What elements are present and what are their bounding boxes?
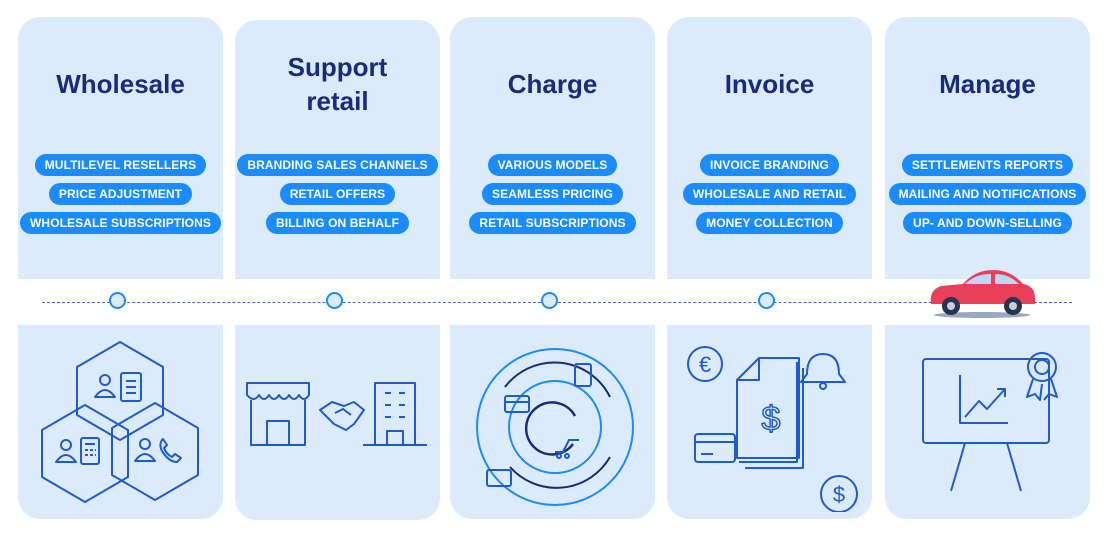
feature-list: VARIOUS MODELS SEAMLESS PRICING RETAIL S… — [450, 154, 655, 241]
stage-bottom-panel — [235, 325, 440, 520]
stage-wholesale: Wholesale MULTILEVEL RESELLERS PRICE ADJ… — [18, 17, 223, 519]
feature-pill: PRICE ADJUSTMENT — [48, 183, 193, 205]
stage-top-panel — [235, 20, 440, 279]
presentation-chart-icon — [922, 352, 1058, 492]
stage-title: Manage — [939, 69, 1036, 99]
feature-pill: UP- AND DOWN-SELLING — [903, 212, 1072, 234]
stage-invoice: Invoice INVOICE BRANDING WHOLESALE AND R… — [667, 17, 872, 519]
feature-pill: MONEY COLLECTION — [696, 212, 843, 234]
stage-support-retail: Support retail BRANDING SALES CHANNELS R… — [235, 20, 440, 520]
timeline-node — [326, 292, 343, 309]
feature-pill: SEAMLESS PRICING — [482, 183, 623, 205]
stage-title: Charge — [507, 69, 598, 99]
invoice-currency-icon: € $ $ — [687, 346, 858, 512]
feature-pill: RETAIL OFFERS — [279, 183, 396, 205]
svg-text:$: $ — [833, 482, 845, 507]
stage-title: Invoice — [724, 69, 815, 99]
feature-pill: WHOLESALE SUBSCRIPTIONS — [20, 212, 221, 234]
store-handshake-building-icon — [246, 382, 427, 446]
feature-pill: SETTLEMENTS REPORTS — [901, 154, 1074, 176]
stage-charge: Charge VARIOUS MODELS SEAMLESS PRICING R… — [450, 17, 655, 519]
timeline-node — [541, 292, 558, 309]
feature-list: BRANDING SALES CHANNELS RETAIL OFFERS BI… — [235, 154, 440, 241]
stage-top-panel — [18, 17, 223, 279]
feature-pill: VARIOUS MODELS — [487, 154, 618, 176]
feature-pill: WHOLESALE AND RETAIL — [682, 183, 857, 205]
timeline-node — [109, 292, 126, 309]
feature-pill: MAILING AND NOTIFICATIONS — [888, 183, 1087, 205]
feature-pill: BILLING ON BEHALF — [265, 212, 410, 234]
stage-top-panel — [667, 17, 872, 279]
svg-text:€: € — [699, 352, 711, 377]
feature-list: MULTILEVEL RESELLERS PRICE ADJUSTMENT WH… — [18, 154, 223, 241]
timeline-node — [758, 292, 775, 309]
feature-list: INVOICE BRANDING WHOLESALE AND RETAIL MO… — [667, 154, 872, 241]
stage-manage: Manage SETTLEMENTS REPORTS MAILING AND N… — [885, 17, 1090, 519]
stage-top-panel — [885, 17, 1090, 279]
stage-title: Wholesale — [56, 69, 185, 99]
feature-pill: RETAIL SUBSCRIPTIONS — [469, 212, 636, 234]
feature-pill: BRANDING SALES CHANNELS — [237, 154, 438, 176]
stage-title: Support retail — [287, 52, 388, 116]
feature-list: SETTLEMENTS REPORTS MAILING AND NOTIFICA… — [885, 154, 1090, 241]
hexagon-users-icon — [41, 341, 199, 503]
car-icon — [930, 270, 1035, 318]
feature-pill: INVOICE BRANDING — [700, 154, 839, 176]
stage-top-panel — [450, 17, 655, 279]
svg-text:$: $ — [762, 400, 781, 438]
feature-pill: MULTILEVEL RESELLERS — [34, 154, 207, 176]
payment-cycle-icon — [476, 348, 634, 506]
stage-bottom-panel — [450, 325, 655, 519]
